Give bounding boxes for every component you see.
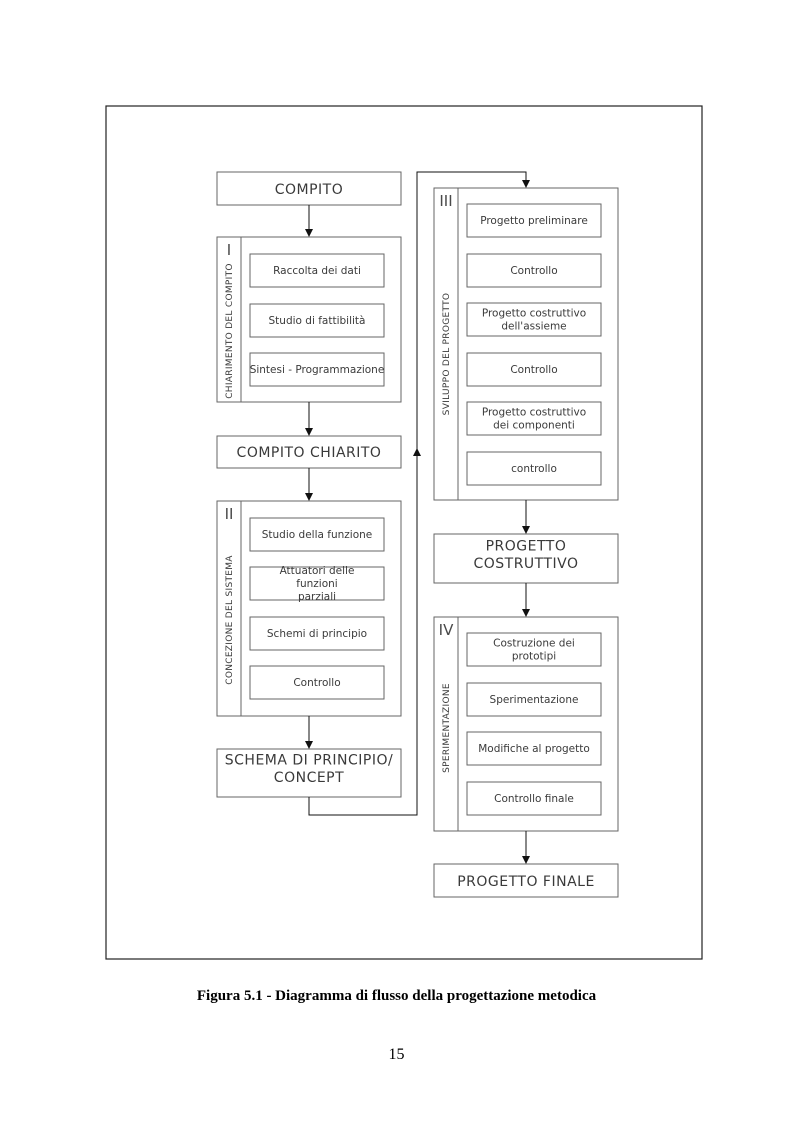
phase3-step-5 — [466, 401, 602, 436]
compito-chiarito-label: COMPITO CHIARITO — [237, 445, 382, 461]
compito-label: COMPITO — [275, 182, 344, 198]
arrow-top-phase3 — [416, 171, 530, 449]
phase1-step-1 — [249, 253, 385, 288]
phase3-step-3 — [466, 302, 602, 337]
phase1-step-2-label: Studio di fattibilità — [269, 315, 366, 327]
phase3-step-6-label: controllo — [511, 463, 557, 475]
phase4-title: SPERIMENTAZIONE — [442, 683, 452, 773]
phase3-panel — [433, 187, 619, 501]
phase3-step-4-label: Controllo — [510, 364, 557, 376]
phase2-step-3-label: Schemi di principio — [267, 628, 367, 640]
phase1-roman: I — [227, 241, 231, 259]
progetto-finale-box — [433, 863, 619, 898]
phase4-step-3 — [466, 731, 602, 766]
phase3-roman: III — [439, 192, 452, 210]
phase2-title: CONCEZIONE DEL SISTEMA — [225, 555, 235, 685]
figure-frame — [105, 105, 703, 960]
phase4-step-3-label: Modifiche al progetto — [478, 743, 590, 755]
phase2-step-1 — [249, 517, 385, 552]
page-number: 15 — [388, 1046, 405, 1063]
phase4-step-1 — [466, 632, 602, 667]
phase4-step-2 — [466, 682, 602, 717]
phase1-step-2 — [249, 303, 385, 338]
phase2-roman: II — [225, 505, 234, 523]
phase2-step-3 — [249, 616, 385, 651]
phase1-step-3 — [249, 352, 385, 387]
arrow-schema-return — [308, 448, 421, 816]
phase3-step-6 — [466, 451, 602, 486]
phase1-title: CHIARIMENTO DEL COMPITO — [225, 263, 235, 399]
progetto-finale-label: PROGETTO FINALE — [457, 874, 595, 890]
phase3-step-4 — [466, 352, 602, 387]
phase4-step-4 — [466, 781, 602, 816]
figure-caption: Figura 5.1 - Diagramma di flusso della p… — [196, 988, 597, 1004]
phase1-step-1-label: Raccolta dei dati — [273, 265, 361, 277]
phase3-step-1 — [466, 203, 602, 238]
schema-label: SCHEMA DI PRINCIPIO/CONCEPT — [225, 752, 393, 786]
phase3-step-2-label: Controllo — [510, 265, 557, 277]
phase3-step-2 — [466, 253, 602, 288]
phase1-step-3-label: Sintesi - Programmazione — [250, 364, 385, 376]
phase2-step-4 — [249, 665, 385, 700]
phase4-roman: IV — [439, 621, 454, 639]
phase3-step-1-label: Progetto preliminare — [480, 215, 588, 227]
phase4-step-4-label: Controllo finale — [494, 793, 574, 805]
phase2-step-4-label: Controllo — [293, 677, 340, 689]
phase3-title: SVILUPPO DEL PROGETTO — [442, 293, 452, 416]
phase2-step-2 — [249, 566, 385, 601]
phase4-step-2-label: Sperimentazione — [490, 694, 579, 706]
phase2-step-1-label: Studio della funzione — [262, 529, 373, 541]
